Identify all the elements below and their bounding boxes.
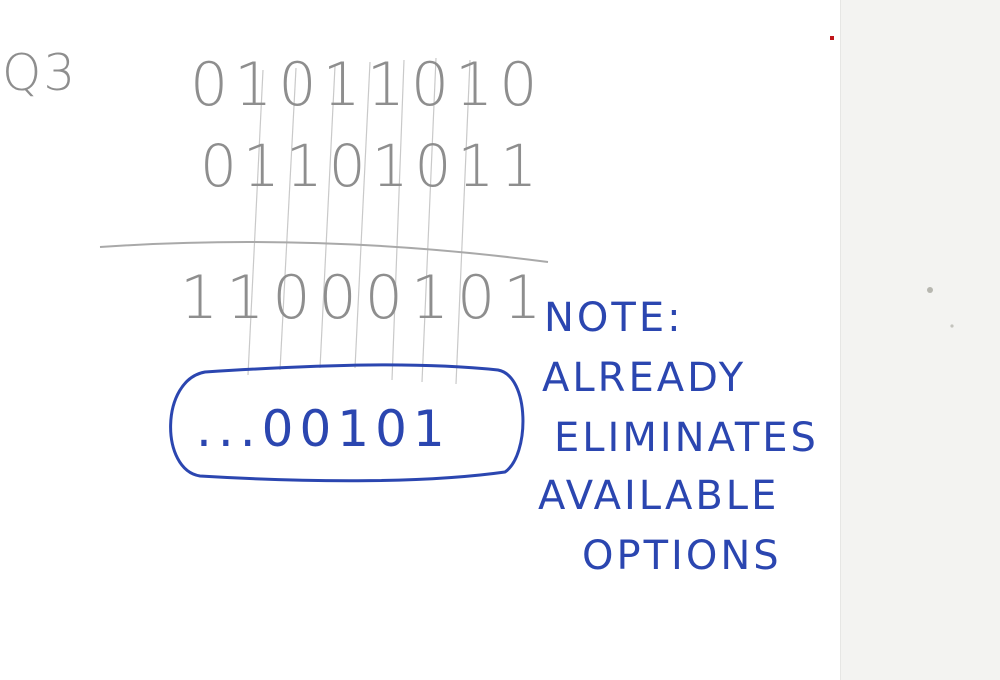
note-line: OPTIONS	[582, 533, 782, 579]
note-line: ELIMINATES	[554, 415, 819, 461]
binary-operand-a: 01011010	[190, 50, 544, 120]
page-edge	[840, 0, 1000, 680]
sum-line	[99, 241, 549, 263]
handwritten-note: NOTE: ALREADY ELIMINATES AVAILABLE OPTIO…	[538, 298, 828, 588]
note-line: AVAILABLE	[538, 473, 780, 519]
binary-operand-b: 01101011	[200, 132, 544, 200]
column-guide	[319, 65, 336, 369]
speck	[927, 287, 933, 293]
circled-partial-result: ...00101	[196, 400, 451, 458]
column-guide	[455, 59, 471, 385]
column-guide	[247, 69, 264, 376]
question-label: Q3	[2, 44, 78, 102]
note-line: NOTE:	[544, 295, 684, 341]
column-guide	[279, 67, 297, 371]
answer-circle	[169, 363, 525, 483]
note-line: ALREADY	[542, 355, 747, 401]
column-guide	[421, 57, 437, 383]
column-guide	[391, 59, 405, 381]
column-guide	[354, 61, 371, 369]
column-guides	[247, 57, 471, 385]
speck	[950, 324, 954, 328]
binary-result: 11000101	[180, 263, 550, 333]
red-mark	[830, 36, 834, 40]
